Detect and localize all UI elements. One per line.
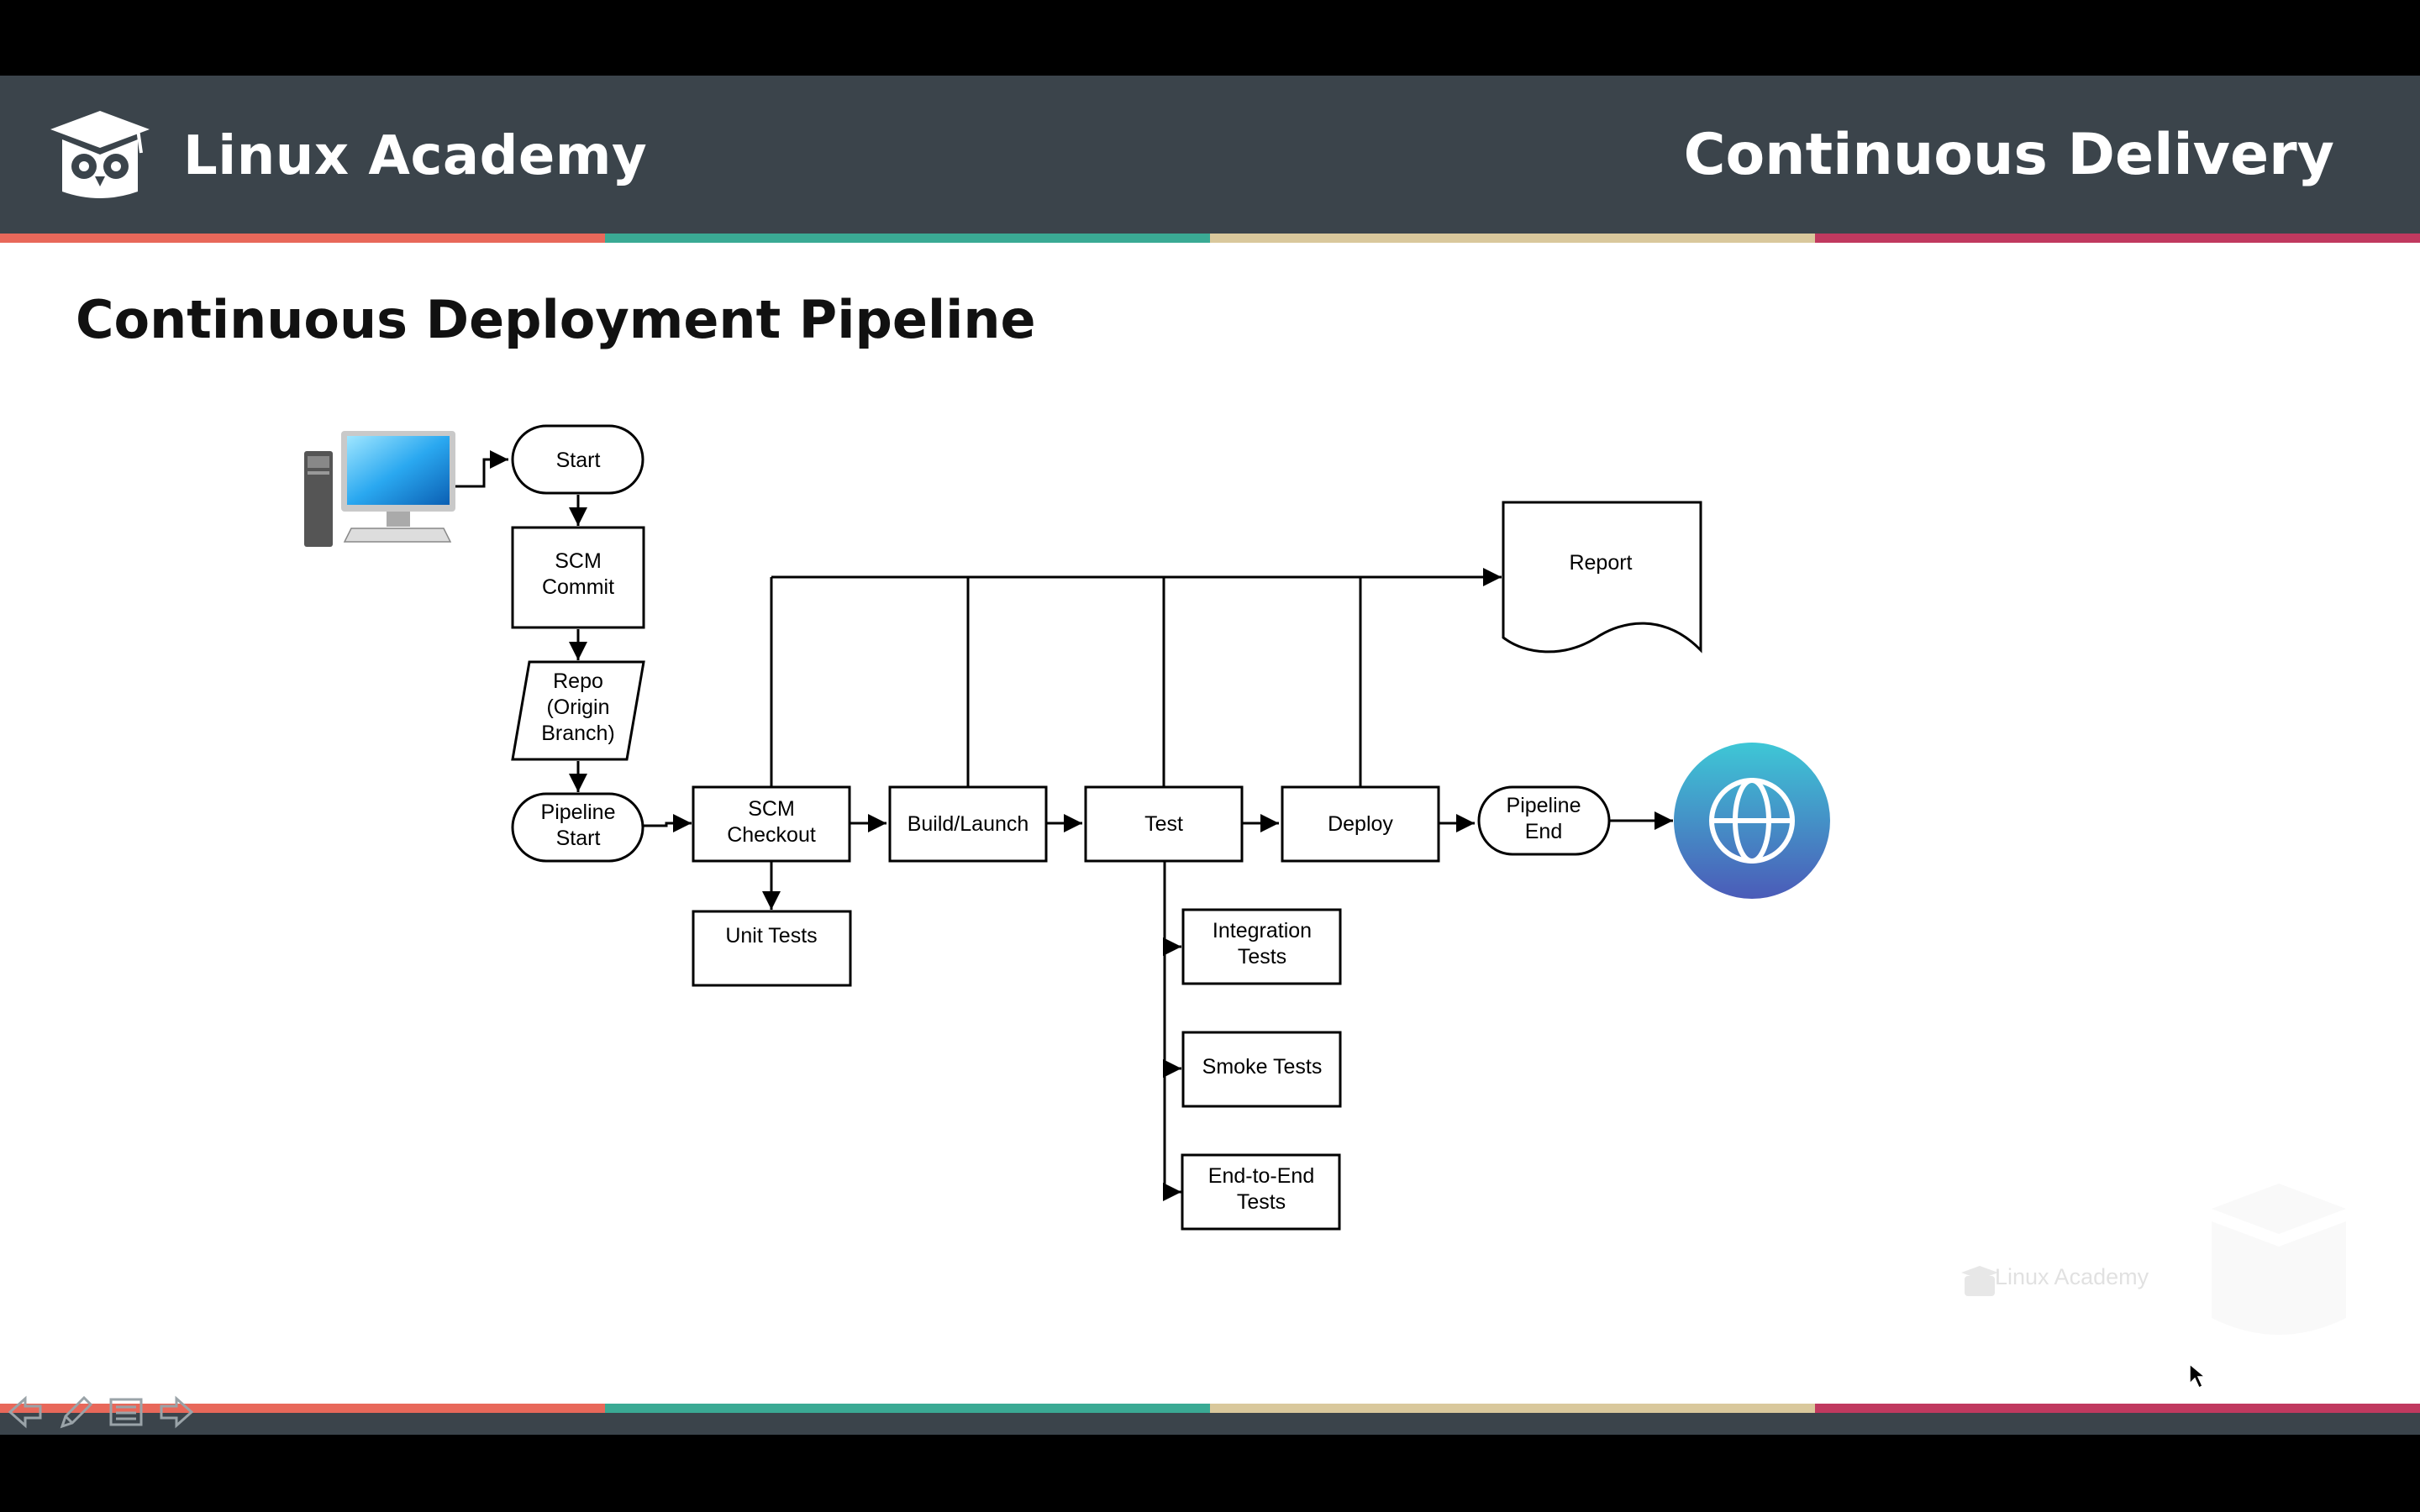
color-stripe-bottom — [0, 1404, 2420, 1413]
build-launch-node — [888, 785, 1048, 863]
slide-menu-button[interactable] — [106, 1393, 146, 1431]
brand-name: Linux Academy — [183, 125, 648, 187]
arrow-right-icon — [160, 1395, 194, 1429]
smoke-tests-node — [1181, 1031, 1342, 1108]
smoke-tests-label: Smoke Tests — [1202, 1055, 1323, 1079]
svg-text:Linux Academy: Linux Academy — [1995, 1264, 2149, 1289]
pipeline-start-node — [511, 792, 644, 863]
slide-content: Continuous Deployment Pipeline — [0, 243, 2420, 1404]
owl-watermark-icon — [1961, 1266, 1998, 1296]
scm-checkout-node — [692, 785, 851, 863]
start-label: Start — [556, 449, 601, 472]
pipeline-end-node — [1477, 785, 1611, 856]
repo-node — [511, 660, 645, 761]
slide-controls — [5, 1393, 197, 1431]
unit-tests-node — [692, 910, 852, 987]
computer-icon — [304, 431, 455, 547]
pen-tool-button[interactable] — [55, 1393, 96, 1431]
pencil-icon — [60, 1395, 93, 1429]
arrow-left-icon — [8, 1395, 42, 1429]
watermark: Linux Academy — [1961, 1184, 2346, 1335]
scm-commit-node — [511, 526, 645, 629]
course-title: Continuous Delivery — [1683, 122, 2334, 188]
next-slide-button[interactable] — [156, 1393, 197, 1431]
report-label: Report — [1569, 551, 1632, 575]
menu-icon — [109, 1398, 143, 1426]
end-to-end-tests-node — [1181, 1153, 1341, 1231]
brand: Linux Academy — [50, 111, 647, 202]
owl-watermark-large-icon — [2212, 1184, 2346, 1335]
owl-logo-icon — [50, 111, 150, 198]
mouse-cursor-icon — [2189, 1362, 2207, 1389]
previous-slide-button[interactable] — [5, 1393, 45, 1431]
color-stripe-top — [0, 234, 2420, 243]
bottom-bar — [0, 1413, 2420, 1435]
deploy-node — [1281, 785, 1440, 863]
globe-icon — [1674, 743, 1830, 899]
build-launch-label: Build/Launch — [908, 812, 1029, 836]
start-node — [511, 424, 644, 495]
unit-tests-label: Unit Tests — [725, 924, 817, 948]
test-node — [1084, 785, 1244, 863]
integration-tests-node — [1181, 908, 1342, 985]
deploy-label: Deploy — [1328, 812, 1393, 836]
header-bar: Linux Academy Continuous Delivery — [0, 76, 2420, 234]
test-label: Test — [1144, 812, 1183, 836]
report-node — [1502, 501, 1702, 654]
slide-title: Continuous Deployment Pipeline — [76, 289, 1036, 350]
